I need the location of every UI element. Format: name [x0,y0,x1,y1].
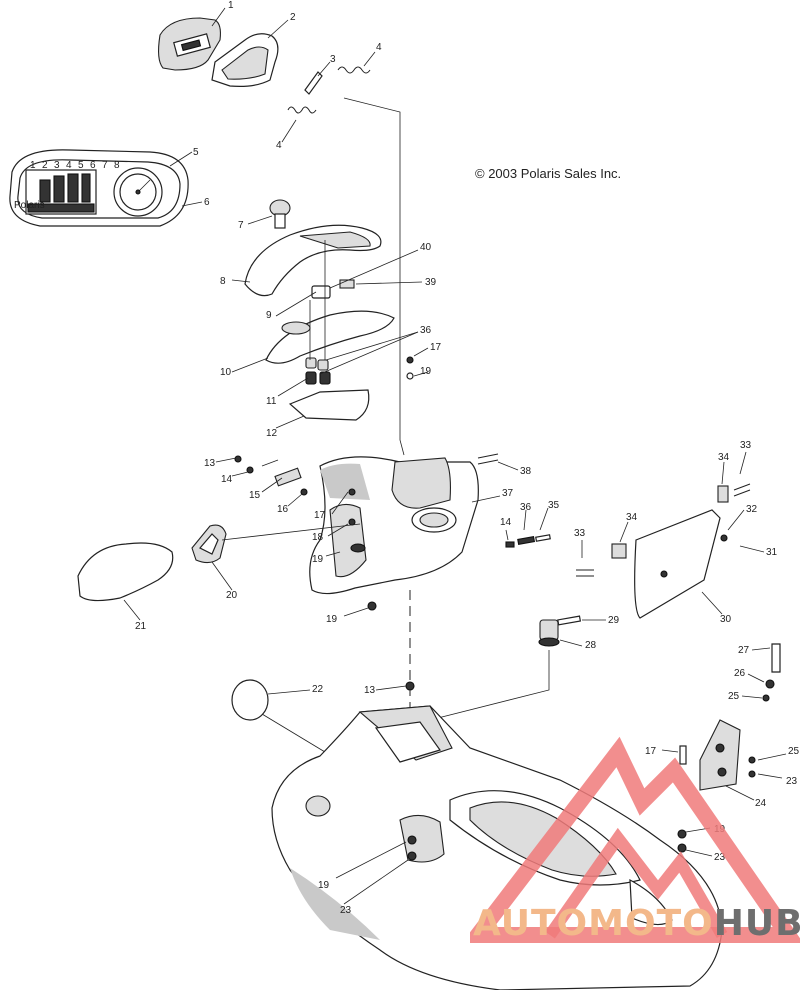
callout-1: 1 [228,0,234,11]
side-panel-part [634,509,728,619]
callout-13a: 13 [204,458,216,469]
cluster-scale-number: 3 [54,160,60,171]
callout-23b: 23 [714,852,726,863]
callout-36b: 36 [520,502,532,513]
callout-32: 32 [746,504,758,515]
callout-39: 39 [425,277,437,288]
cluster-scale-number: 8 [114,160,120,171]
callout-19d: 19 [318,880,330,891]
lens-part [231,679,269,721]
watermark-text-part-1: AUTOMOTO [473,903,714,944]
callout-11: 11 [266,396,277,407]
mirror-base-part [191,524,227,564]
callout-28: 28 [585,640,597,651]
callout-7: 7 [238,220,244,231]
mirror-housing-part [157,17,221,71]
callout-21: 21 [135,621,147,632]
console-assembly [309,456,479,595]
callout-34b: 34 [626,512,638,523]
callout-16: 16 [277,504,289,515]
cluster-scale-number: 2 [42,160,48,171]
pad-12-part [288,389,370,421]
callout-6: 6 [204,197,210,208]
instrument-cluster: Polaris [9,149,189,227]
callout-23a: 23 [340,905,352,916]
mirror-cover-part [211,33,279,87]
callout-12: 12 [266,428,278,439]
fitting-28-29 [538,615,582,647]
watermark-text-part-2: HUB [713,903,800,944]
bracket-34-part [576,483,751,577]
callout-33b: 33 [574,528,586,539]
callout-29: 29 [608,615,620,626]
callout-18: 18 [312,532,324,543]
callout-31: 31 [766,547,778,558]
callout-14b: 14 [500,517,512,528]
cluster-scale-number: 4 [66,160,72,171]
cluster-scale-number: 6 [90,160,96,171]
callout-8: 8 [220,276,226,287]
cluster-scale-number: 1 [30,160,36,171]
callout-26: 26 [734,668,746,679]
knob-part [269,199,291,229]
upper-cover-part [244,224,382,297]
callout-10: 10 [220,367,232,378]
callout-13b: 13 [364,685,376,696]
callout-25a: 25 [728,691,740,702]
callout-23c: 23 [786,776,798,787]
bracket-9-part [311,279,355,299]
callout-19c: 19 [326,614,338,625]
callout-24: 24 [755,798,767,809]
callout-4b: 4 [276,140,282,151]
callout-9: 9 [266,310,272,321]
callout-19a: 19 [420,366,432,377]
watermark-text: AUTOMOTOHUB [473,903,800,944]
grommet-11-part [305,357,331,385]
watermark-logo [470,736,800,943]
console-hardware [348,356,551,611]
callout-27: 27 [738,645,750,656]
callout-30: 30 [720,614,732,625]
callout-22: 22 [312,684,324,695]
callout-17a: 17 [430,342,442,353]
small-hardware-38 [477,453,499,465]
callout-17b: 17 [314,510,326,521]
cluster-scale-number: 5 [78,160,84,171]
copyright-notice: © 2003 Polaris Sales Inc. [475,166,622,181]
callout-34a: 34 [718,452,730,463]
callout-40: 40 [420,242,432,253]
callout-25b: 25 [788,746,800,757]
callout-15: 15 [249,490,261,501]
lower-cover-part [265,310,395,364]
cluster-brand-label: Polaris [14,200,45,211]
callout-33a: 33 [740,440,752,451]
callout-3: 3 [330,54,336,65]
callout-37: 37 [502,488,514,499]
callout-36a: 36 [420,325,432,336]
hardware-13-16 [234,455,308,496]
callout-5: 5 [193,147,199,158]
hardware-24-27 [679,643,781,791]
callout-35: 35 [548,500,560,511]
callout-19b: 19 [312,554,324,565]
callout-14a: 14 [221,474,233,485]
callout-4a: 4 [376,42,382,53]
spring-part [287,66,371,114]
callout-20: 20 [226,590,238,601]
callout-17c: 17 [645,746,657,757]
callout-2: 2 [290,12,296,23]
mirror-part [77,542,174,602]
callouts: 1 2 3 4 4 5 6 7 8 9 10 11 12 13 13 14 14… [123,0,800,916]
cluster-scale-number: 7 [102,160,108,171]
callout-38: 38 [520,466,532,477]
